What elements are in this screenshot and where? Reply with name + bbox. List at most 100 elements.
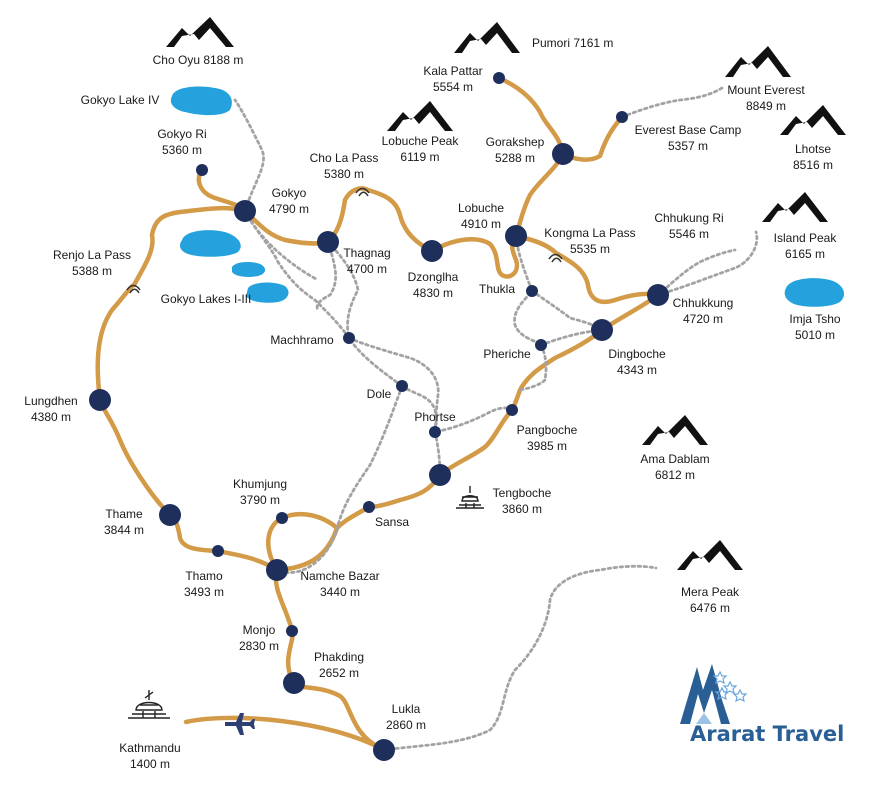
- label-dingboche-alt: 4343 m: [617, 363, 657, 377]
- label-chhukung-ri-alt: 5546 m: [669, 227, 709, 241]
- logo-mountain-icon: [680, 664, 730, 724]
- label-khumjung-alt: 3790 m: [240, 493, 280, 507]
- label-pangboche: Pangboche: [517, 423, 578, 437]
- label-phakding-alt: 2652 m: [319, 666, 359, 680]
- label-pheriche: Pheriche: [483, 347, 531, 361]
- label-renjo-la-pass: Renjo La Pass: [53, 248, 131, 262]
- label-kathmandu-alt: 1400 m: [130, 757, 170, 771]
- stupa-icon: [456, 486, 484, 509]
- node-phortse[interactable]: [429, 426, 441, 438]
- node-gokyo-ri[interactable]: [196, 164, 208, 176]
- label-kongma-la-pass: Kongma La Pass: [544, 226, 635, 240]
- label-sansa: Sansa: [375, 515, 409, 529]
- lake-icon: [232, 262, 266, 277]
- label-kala-pattar-alt: 5554 m: [433, 80, 473, 94]
- lake-icon: [784, 278, 845, 307]
- villages: [89, 72, 669, 761]
- label-tengboche: Tengboche: [493, 486, 552, 500]
- label-khumjung: Khumjung: [233, 477, 287, 491]
- label-mera-peak-alt: 6476 m: [690, 601, 730, 615]
- label-imja-tsho-alt: 5010 m: [795, 328, 835, 342]
- node-khumjung[interactable]: [276, 512, 288, 524]
- node-lobuche[interactable]: [505, 225, 527, 247]
- node-kala-pattar[interactable]: [493, 72, 505, 84]
- node-dingboche[interactable]: [591, 319, 613, 341]
- label-chhukung-ri: Chhukung Ri: [654, 211, 723, 225]
- label-pangboche-alt: 3985 m: [527, 439, 567, 453]
- pass-icon: [126, 284, 141, 294]
- label-cho-la-pass-alt: 5380 m: [324, 167, 364, 181]
- label-thagnag-alt: 4700 m: [347, 262, 387, 276]
- peaks: [166, 17, 846, 570]
- mountain-icon: [642, 415, 708, 445]
- label-kala-pattar: Kala Pattar: [423, 64, 482, 78]
- node-chhukkung[interactable]: [647, 284, 669, 306]
- label-imja-tsho: Imja Tsho: [789, 312, 840, 326]
- main-trail: [95, 75, 661, 753]
- label-gokyo-lakes: Gokyo Lakes I-III: [161, 292, 252, 306]
- label-island-peak-alt: 6165 m: [785, 247, 825, 261]
- label-gokyo-alt: 4790 m: [269, 202, 309, 216]
- label-lhotse-alt: 8516 m: [793, 158, 833, 172]
- label-kathmandu: Kathmandu: [119, 741, 180, 755]
- pass-icon: [548, 253, 563, 263]
- node-machhramo[interactable]: [343, 332, 355, 344]
- node-dzonglha[interactable]: [421, 240, 443, 262]
- label-mera-peak: Mera Peak: [681, 585, 740, 599]
- label-ama-dablam-alt: 6812 m: [655, 468, 695, 482]
- node-everest-base-camp[interactable]: [616, 111, 628, 123]
- label-everest-base-camp: Everest Base Camp: [635, 123, 742, 137]
- label-lobuche-peak-alt: 6119 m: [400, 150, 439, 164]
- label-phortse: Phortse: [414, 410, 456, 424]
- label-gokyo: Gokyo: [272, 186, 307, 200]
- label-chhukkung-alt: 4720 m: [683, 312, 723, 326]
- mountain-icon: [780, 105, 846, 135]
- lake-icon: [170, 86, 232, 116]
- node-namche-bazar[interactable]: [266, 559, 288, 581]
- label-cho-oyu: Cho Oyu 8188 m: [153, 53, 244, 67]
- label-gorakshep: Gorakshep: [486, 135, 545, 149]
- label-gokyo-ri: Gokyo Ri: [157, 127, 206, 141]
- node-tengboche[interactable]: [429, 464, 451, 486]
- node-lungdhen[interactable]: [89, 389, 111, 411]
- node-thame[interactable]: [159, 504, 181, 526]
- label-lukla: Lukla: [392, 702, 421, 716]
- brand-logo: Ararat Travel: [680, 664, 844, 746]
- label-chhukkung: Chhukkung: [673, 296, 734, 310]
- label-thagnag: Thagnag: [343, 246, 390, 260]
- node-thamo[interactable]: [212, 545, 224, 557]
- node-monjo[interactable]: [286, 625, 298, 637]
- node-dole[interactable]: [396, 380, 408, 392]
- label-mount-everest: Mount Everest: [727, 83, 805, 97]
- node-kathmandu[interactable]: [373, 739, 395, 761]
- label-machhramo: Machhramo: [270, 333, 334, 347]
- node-thagnag[interactable]: [317, 231, 339, 253]
- mountain-icon: [762, 192, 828, 222]
- label-cho-la-pass: Cho La Pass: [310, 151, 379, 165]
- label-mount-everest-alt: 8849 m: [746, 99, 786, 113]
- node-sansa[interactable]: [363, 501, 375, 513]
- label-dzonglha-alt: 4830 m: [413, 286, 453, 300]
- label-gorakshep-alt: 5288 m: [495, 151, 535, 165]
- label-kongma-la-pass-alt: 5535 m: [570, 242, 610, 256]
- node-thukla[interactable]: [526, 285, 538, 297]
- label-thamo: Thamo: [185, 569, 223, 583]
- node-gorakshep[interactable]: [552, 143, 574, 165]
- node-phakding[interactable]: [283, 672, 305, 694]
- node-gokyo[interactable]: [234, 200, 256, 222]
- label-lukla-alt: 2860 m: [386, 718, 426, 732]
- label-renjo-la-pass-alt: 5388 m: [72, 264, 112, 278]
- label-thukla: Thukla: [479, 282, 515, 296]
- mountain-icon: [166, 17, 234, 47]
- mountain-icon: [387, 101, 453, 131]
- node-pheriche[interactable]: [535, 339, 547, 351]
- node-pangboche[interactable]: [506, 404, 518, 416]
- label-dingboche: Dingboche: [608, 347, 666, 361]
- lake-icon: [180, 230, 241, 257]
- airplane-icon: [225, 713, 255, 735]
- label-monjo: Monjo: [243, 623, 276, 637]
- label-ama-dablam: Ama Dablam: [640, 452, 709, 466]
- label-thame: Thame: [105, 507, 143, 521]
- label-lungdhen-alt: 4380 m: [31, 410, 71, 424]
